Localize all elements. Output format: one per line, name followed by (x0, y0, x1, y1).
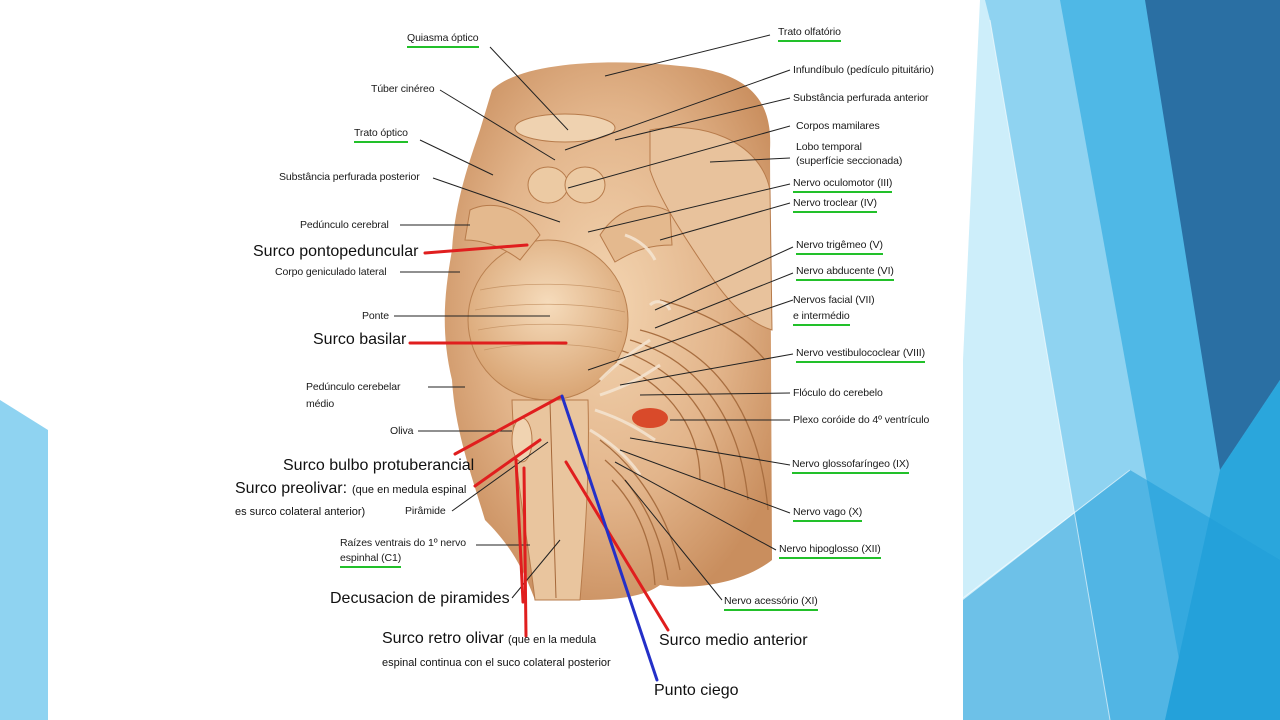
label-lobo-temporal-2: (superfície seccionada) (796, 155, 903, 167)
label-raizes-1: Raízes ventrais do 1º nervo (340, 537, 467, 549)
annotation-decusacion: Decusacion de piramides (330, 590, 510, 607)
annotation-punto-ciego: Punto ciego (654, 682, 739, 699)
label-corpos-mamilares: Corpos mamilares (796, 120, 880, 132)
label-nervo-abducente: Nervo abducente (VI) (796, 265, 894, 281)
label-nervos-facial-1: Nervos facial (VII) (793, 294, 875, 306)
right-deco-lower (963, 470, 1280, 720)
label-tuber-cinereo: Túber cinéreo (371, 83, 435, 95)
label-floculo: Flóculo do cerebelo (793, 387, 883, 399)
annotation-surco-basilar: Surco basilar (313, 331, 407, 348)
annotation-surco-retro-note-1: (que en la medula (508, 634, 597, 646)
left-deco-strip (0, 400, 48, 720)
label-piramide: Pirâmide (405, 505, 446, 517)
annotation-surco-retro-note-2: espinal continua con el suco colateral p… (382, 657, 611, 669)
annotation-line-blue (560, 394, 659, 682)
mammillary-right (564, 166, 606, 204)
medulla-fissure (549, 401, 557, 599)
annotation-surco-pontopeduncular: Surco pontopeduncular (253, 243, 419, 260)
choroid-plexus (632, 408, 668, 428)
label-corpo-geniculado: Corpo geniculado lateral (275, 266, 387, 278)
label-trato-olfatorio: Trato olfatório (778, 26, 841, 42)
annotation-surco-preolivar-note-2: es surco colateral anterior) (235, 506, 366, 518)
cerebellum (599, 299, 769, 586)
annotation-surco-bulbo: Surco bulbo protuberancial (283, 457, 475, 474)
optic-chiasm (514, 113, 616, 143)
label-oliva: Oliva (390, 425, 414, 437)
label-ped-cerebelar-2: médio (306, 398, 335, 410)
mammillary-left (527, 166, 569, 204)
label-nervo-trigemeo: Nervo trigêmeo (V) (796, 239, 883, 255)
label-trato-optico: Trato óptico (354, 127, 408, 143)
annotation-lines-red (408, 243, 670, 638)
label-nervo-troclear: Nervo troclear (IV) (793, 197, 877, 213)
label-nervos-facial-2: e intermédio (793, 310, 850, 326)
label-subst-perf-ant: Substância perfurada anterior (793, 92, 929, 104)
label-nervo-hipoglosso: Nervo hipoglosso (XII) (779, 543, 881, 559)
label-nervo-oculomotor: Nervo oculomotor (III) (793, 177, 892, 193)
label-subst-perf-post: Substância perfurada posterior (279, 171, 420, 183)
deco-thin-line (989, 19, 1111, 720)
label-nervo-vestibulo: Nervo vestibulococlear (VIII) (796, 347, 925, 363)
label-ped-cerebelar-1: Pedúnculo cerebelar (306, 381, 401, 393)
label-lobo-temporal-1: Lobo temporal (796, 141, 862, 153)
label-infundibulo: Infundíbulo (pedículo pituitário) (793, 64, 934, 76)
right-deco-dark (1145, 0, 1280, 470)
label-pedunculo-cerebral: Pedúnculo cerebral (300, 219, 389, 231)
annotation-surco-retro: Surco retro olivar (382, 630, 504, 647)
annotation-surco-preolivar-note-1: (que en medula espinal (352, 484, 467, 496)
label-nervo-vago: Nervo vago (X) (793, 506, 862, 522)
label-nervo-glosso: Nervo glossofaríngeo (IX) (792, 458, 909, 474)
label-quiasma-optico: Quiasma óptico (407, 32, 479, 48)
deco-thin-line-2 (962, 469, 1131, 599)
annotation-surco-medio: Surco medio anterior (659, 632, 808, 649)
label-plexo: Plexo coróide do 4º ventrículo (793, 414, 930, 426)
label-raizes-2: espinhal (C1) (340, 552, 401, 568)
label-nervo-acessorio: Nervo acessório (XI) (724, 595, 818, 611)
annotation-surco-preolivar: Surco preolivar: (235, 480, 348, 497)
label-ponte: Ponte (362, 310, 389, 322)
cerebral-peduncle-right (599, 205, 673, 263)
